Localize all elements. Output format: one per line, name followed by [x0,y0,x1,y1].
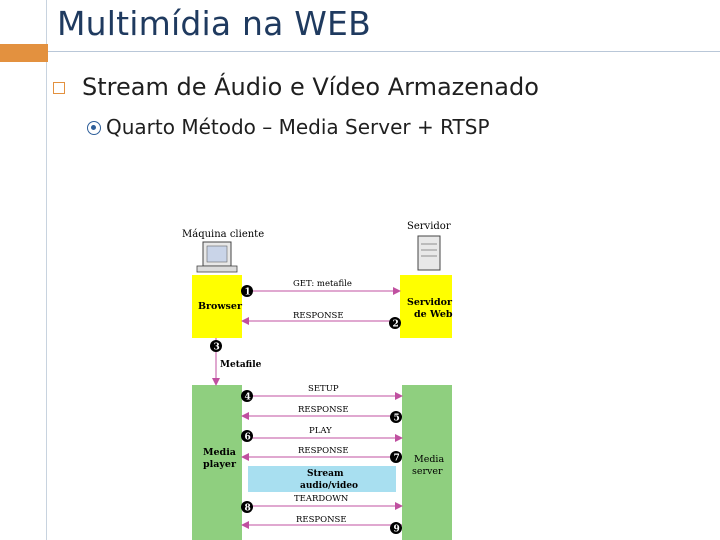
bullet-level1-text: Stream de Áudio e Vídeo Armazenado [82,73,539,101]
web-server-box [400,275,452,338]
browser-label: Browser [198,301,243,312]
step-marker-1: 1 [241,285,253,298]
svg-text:4: 4 [245,393,251,403]
svg-text:2: 2 [393,320,399,330]
msg-5-text: RESPONSE [298,405,349,415]
web-server-label-2: de Web [414,309,453,320]
metafile-label: Metafile [220,360,262,370]
svg-text:3: 3 [214,343,220,353]
media-player-box [192,385,242,540]
media-player-label-2: player [203,459,237,470]
msg-2-text: RESPONSE [293,311,344,321]
bullet-level2-text: Quarto Método – Media Server + RTSP [106,115,490,139]
title-accent-block [0,44,46,62]
step-marker-7: 7 [390,451,402,464]
stream-band [248,466,396,492]
square-bullet-icon [53,82,65,94]
media-player-label-1: Media [203,447,236,458]
stream-label-2: audio/video [300,481,358,491]
slide-title: Multimídia na WEB [57,4,371,43]
msg-7-text: RESPONSE [298,446,349,456]
msg-9-text: RESPONSE [296,515,347,525]
svg-text:6: 6 [245,433,251,443]
client-machine-label: Máquina cliente [182,229,264,240]
media-server-label-2: server [412,466,443,477]
step-marker-8: 8 [241,501,253,514]
rtsp-diagram: Máquina cliente Servidor Browser Servido… [182,221,453,540]
step-marker-4: 4 [241,390,253,403]
title-underline [48,51,720,60]
stream-label-1: Stream [307,469,344,479]
msg-8-text: TEARDOWN [294,494,349,504]
media-server-box [402,385,452,540]
msg-4-text: SETUP [308,384,339,394]
web-server-label-1: Servidor [407,297,453,308]
step-marker-6: 6 [241,430,253,443]
msg-1-text: GET: metafile [293,279,352,289]
msg-6-text: PLAY [309,426,332,436]
server-label: Servidor [407,221,451,232]
media-server-label-1: Media [414,454,444,465]
step-marker-2: 2 [389,317,401,330]
browser-box [192,275,242,338]
svg-text:9: 9 [394,525,400,535]
svg-text:5: 5 [394,414,400,424]
svg-text:8: 8 [245,504,251,514]
step-marker-5: 5 [390,411,402,424]
client-computer-icon [196,241,238,273]
step-marker-3: 3 [210,340,222,353]
title-accent-divider [46,44,48,62]
svg-text:1: 1 [245,288,251,298]
step-marker-9: 9 [390,522,402,535]
circle-bullet-icon [87,121,101,135]
svg-text:7: 7 [394,454,400,464]
left-vertical-rule [46,0,47,540]
server-tower-icon [417,235,441,271]
